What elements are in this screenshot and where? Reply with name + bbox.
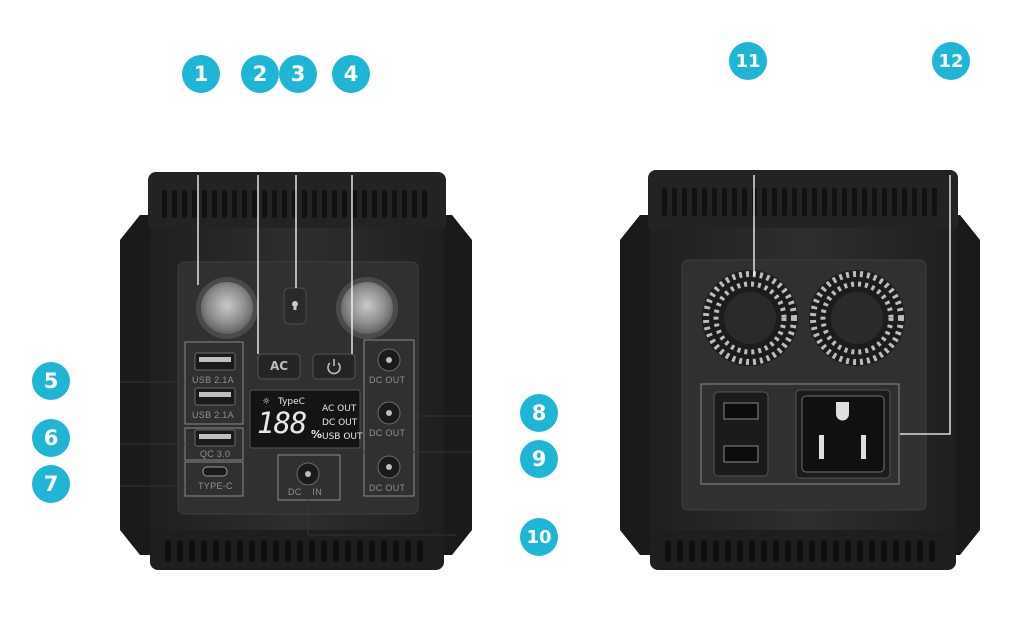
- leader-lines-outside: [120, 381, 472, 536]
- power-button: [312, 353, 356, 380]
- qc-label: QC 3.0: [200, 449, 231, 459]
- left-knob: [201, 282, 253, 334]
- lcd-usb-out: USB OUT: [322, 432, 363, 442]
- dc-in-label: DC IN: [288, 487, 322, 497]
- front-top-grill: [162, 190, 427, 218]
- ac-outlet-outline: [700, 383, 900, 485]
- callout-3: 3: [279, 55, 317, 93]
- typec-group-outline: [184, 461, 244, 497]
- callout-9: 9: [520, 440, 558, 478]
- dc-in-outline: [277, 454, 341, 501]
- power-icon: [327, 359, 341, 375]
- lcd-percent: %: [311, 428, 323, 441]
- rear-unit: [620, 170, 980, 570]
- callout-1: 1: [182, 55, 220, 93]
- usb-label-1: USB 2.1A: [192, 375, 234, 385]
- callout-12: 12: [932, 42, 970, 80]
- right-knob: [341, 282, 393, 334]
- usb-label-2: USB 2.1A: [192, 410, 234, 420]
- front-bottom-grill: [165, 540, 423, 562]
- callout-8: 8: [520, 394, 558, 432]
- rear-top-grill: [662, 188, 937, 216]
- leader-12: [900, 175, 951, 435]
- typec-label: TYPE-C: [198, 481, 233, 491]
- rear-bottom-grill: [665, 540, 935, 562]
- dc-out-label-3: DC OUT: [369, 483, 406, 493]
- callout-6: 6: [32, 419, 70, 457]
- dc-out-label-2: DC OUT: [369, 428, 406, 438]
- callout-11: 11: [729, 42, 767, 80]
- light-bulb-icon: [292, 301, 298, 310]
- callout-4: 4: [332, 55, 370, 93]
- dc-out-label-1: DC OUT: [369, 375, 406, 385]
- callout-7: 7: [32, 465, 70, 503]
- ac-button: [257, 353, 301, 380]
- callout-2: 2: [241, 55, 279, 93]
- ac-button-label: AC: [270, 359, 289, 373]
- dc-out-group-outline: [363, 339, 415, 497]
- cooling-fan-left: [702, 270, 798, 366]
- cooling-fan-right: [809, 270, 905, 366]
- typec-port: [202, 466, 228, 477]
- front-unit: [120, 172, 472, 570]
- leader-10: [307, 500, 456, 536]
- lcd-sun-icon: ☼: [262, 397, 271, 407]
- usb-group-outline: [184, 341, 244, 425]
- lcd-ac-out: AC OUT: [322, 404, 357, 414]
- leader-lines: [197, 175, 951, 435]
- callout-5: 5: [32, 362, 70, 400]
- lcd-display: [249, 389, 361, 449]
- callout-10: 10: [520, 518, 558, 556]
- lcd-typec-indicator: TypeC: [278, 397, 305, 407]
- lcd-digits: 188: [257, 406, 307, 440]
- lcd-dc-out: DC OUT: [322, 418, 358, 428]
